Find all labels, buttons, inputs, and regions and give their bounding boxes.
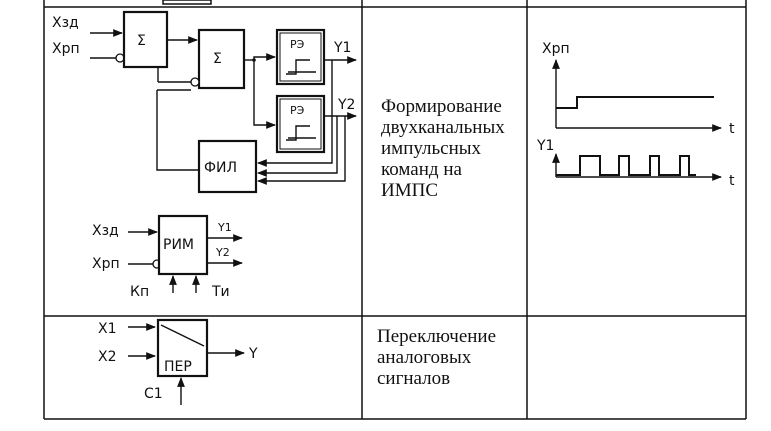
output-label-y1: Y1 (333, 40, 351, 56)
rim-input-xrp: Xрп (92, 256, 120, 272)
row1-description: Формирование двухканальных импульсных ко… (381, 96, 505, 201)
switch-diagram: X1 X2 ПЕР Y C1 (98, 318, 258, 405)
relay-bottom-label: РЭ (290, 104, 305, 117)
xrp-step-signal (556, 96, 714, 109)
switch-input-x1: X1 (98, 321, 117, 337)
y1-pulse-signal (556, 155, 696, 176)
impulse-command-diagram: Xзд Xрп Σ Σ РЭ РЭ Y1 Y2 ФИЛ (52, 10, 357, 194)
input-label-xzd: Xзд (52, 15, 79, 31)
switch-input-x2: X2 (98, 349, 117, 365)
switch-control-c1: C1 (144, 386, 163, 402)
relay-top-label: РЭ (290, 38, 305, 51)
rim-block (157, 214, 209, 276)
rim-param-kp: Кп (130, 284, 149, 300)
switch-label: ПЕР (164, 359, 192, 375)
svg-text:сигналов: сигналов (377, 368, 450, 389)
rim-label: РИМ (163, 237, 194, 253)
svg-text:двухканальных: двухканальных (381, 117, 505, 138)
table-grid (43, 0, 747, 420)
svg-text:ИМПС: ИМПС (381, 180, 438, 201)
filter-block (197, 139, 258, 194)
rim-input-xzd: Xзд (92, 223, 119, 239)
svg-text:аналоговых: аналоговых (377, 347, 472, 368)
plot-bottom-label: Y1 (536, 138, 554, 154)
inverting-input-circle (115, 53, 125, 63)
input-label-xrp: Xрп (52, 41, 80, 57)
switch-block (156, 318, 209, 378)
plot-axis-t-bottom: t (729, 173, 735, 189)
row2-description: Переключение аналоговых сигналов (377, 326, 496, 389)
summator-2-label: Σ (213, 51, 222, 67)
filter-label: ФИЛ (204, 160, 237, 176)
output-label-y2: Y2 (337, 97, 355, 113)
relay-element-top (275, 28, 326, 86)
rim-param-ti: Ти (211, 284, 230, 300)
summator-2-block (197, 28, 246, 90)
rim-block-diagram: Xзд Xрп РИМ Y1 Y2 Кп Ти (92, 214, 243, 300)
rim-output-y2: Y2 (215, 246, 230, 259)
plot-axis-t-top: t (729, 121, 735, 137)
summator-1-label: Σ (137, 33, 146, 49)
plot-top-label: Xрп (542, 41, 570, 57)
relay-element-bottom (275, 94, 326, 154)
svg-text:импульсных: импульсных (381, 138, 482, 159)
timing-plot: Xрп t Y1 t (536, 41, 735, 189)
svg-text:Переключение: Переключение (377, 326, 496, 347)
rim-output-y1: Y1 (217, 221, 232, 234)
switch-output-y: Y (248, 346, 258, 362)
svg-text:команд на: команд на (381, 159, 462, 180)
svg-text:Формирование: Формирование (381, 96, 502, 117)
